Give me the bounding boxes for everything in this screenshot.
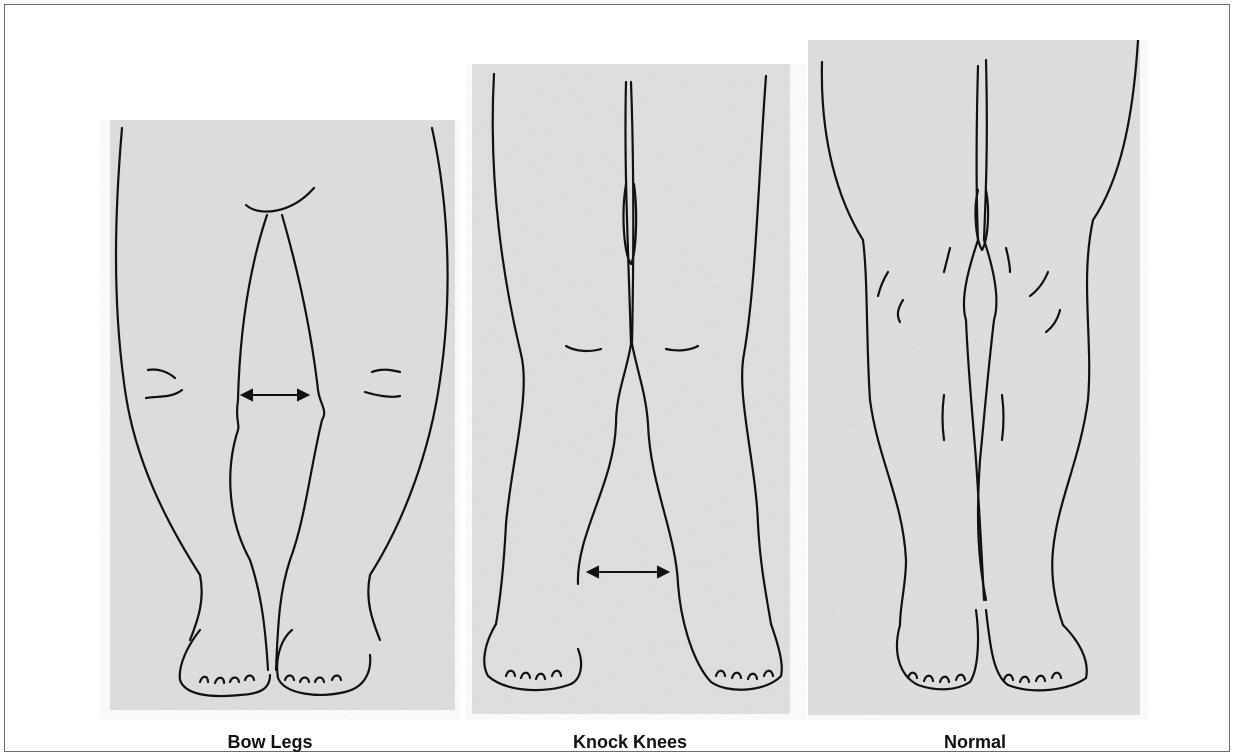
caption-knock-knees: Knock Knees — [530, 730, 730, 754]
panel-bow-legs — [100, 120, 460, 720]
texture — [808, 40, 1140, 715]
panel-normal — [808, 40, 1148, 720]
knock-knees-illustration — [466, 64, 806, 720]
caption-normal: Normal — [905, 730, 1045, 754]
normal-legs-illustration — [808, 40, 1148, 720]
panel-knock-knees — [466, 64, 806, 720]
bow-legs-illustration — [100, 120, 460, 720]
caption-bow-legs: Bow Legs — [180, 730, 360, 754]
